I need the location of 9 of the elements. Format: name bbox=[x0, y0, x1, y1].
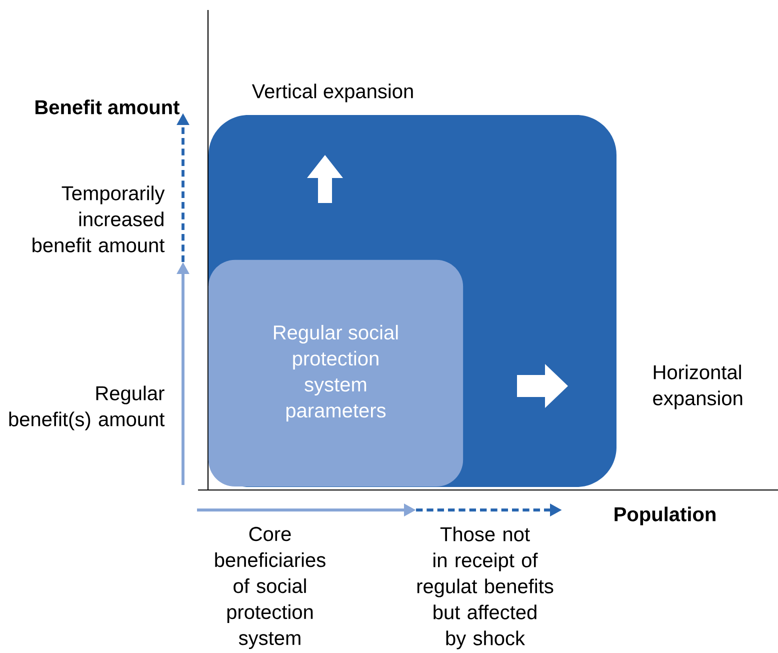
range-label: Those not in receipt of regulat benefits but affected by shock bbox=[417, 526, 554, 650]
range-label: Regular benefit(s) amount bbox=[9, 386, 165, 430]
range-label: Temporarily increased benefit amount bbox=[32, 186, 165, 252]
parameters-box: Regular social protection system parameters bbox=[208, 260, 464, 487]
region-label: Vertical expansion bbox=[252, 84, 413, 102]
axis-label: Population bbox=[614, 506, 716, 526]
axis-label: Benefit amount bbox=[36, 100, 180, 114]
range-label: Core beneficiaries of social protection system bbox=[215, 526, 326, 650]
region-label: Horizontal expansion bbox=[653, 364, 742, 410]
